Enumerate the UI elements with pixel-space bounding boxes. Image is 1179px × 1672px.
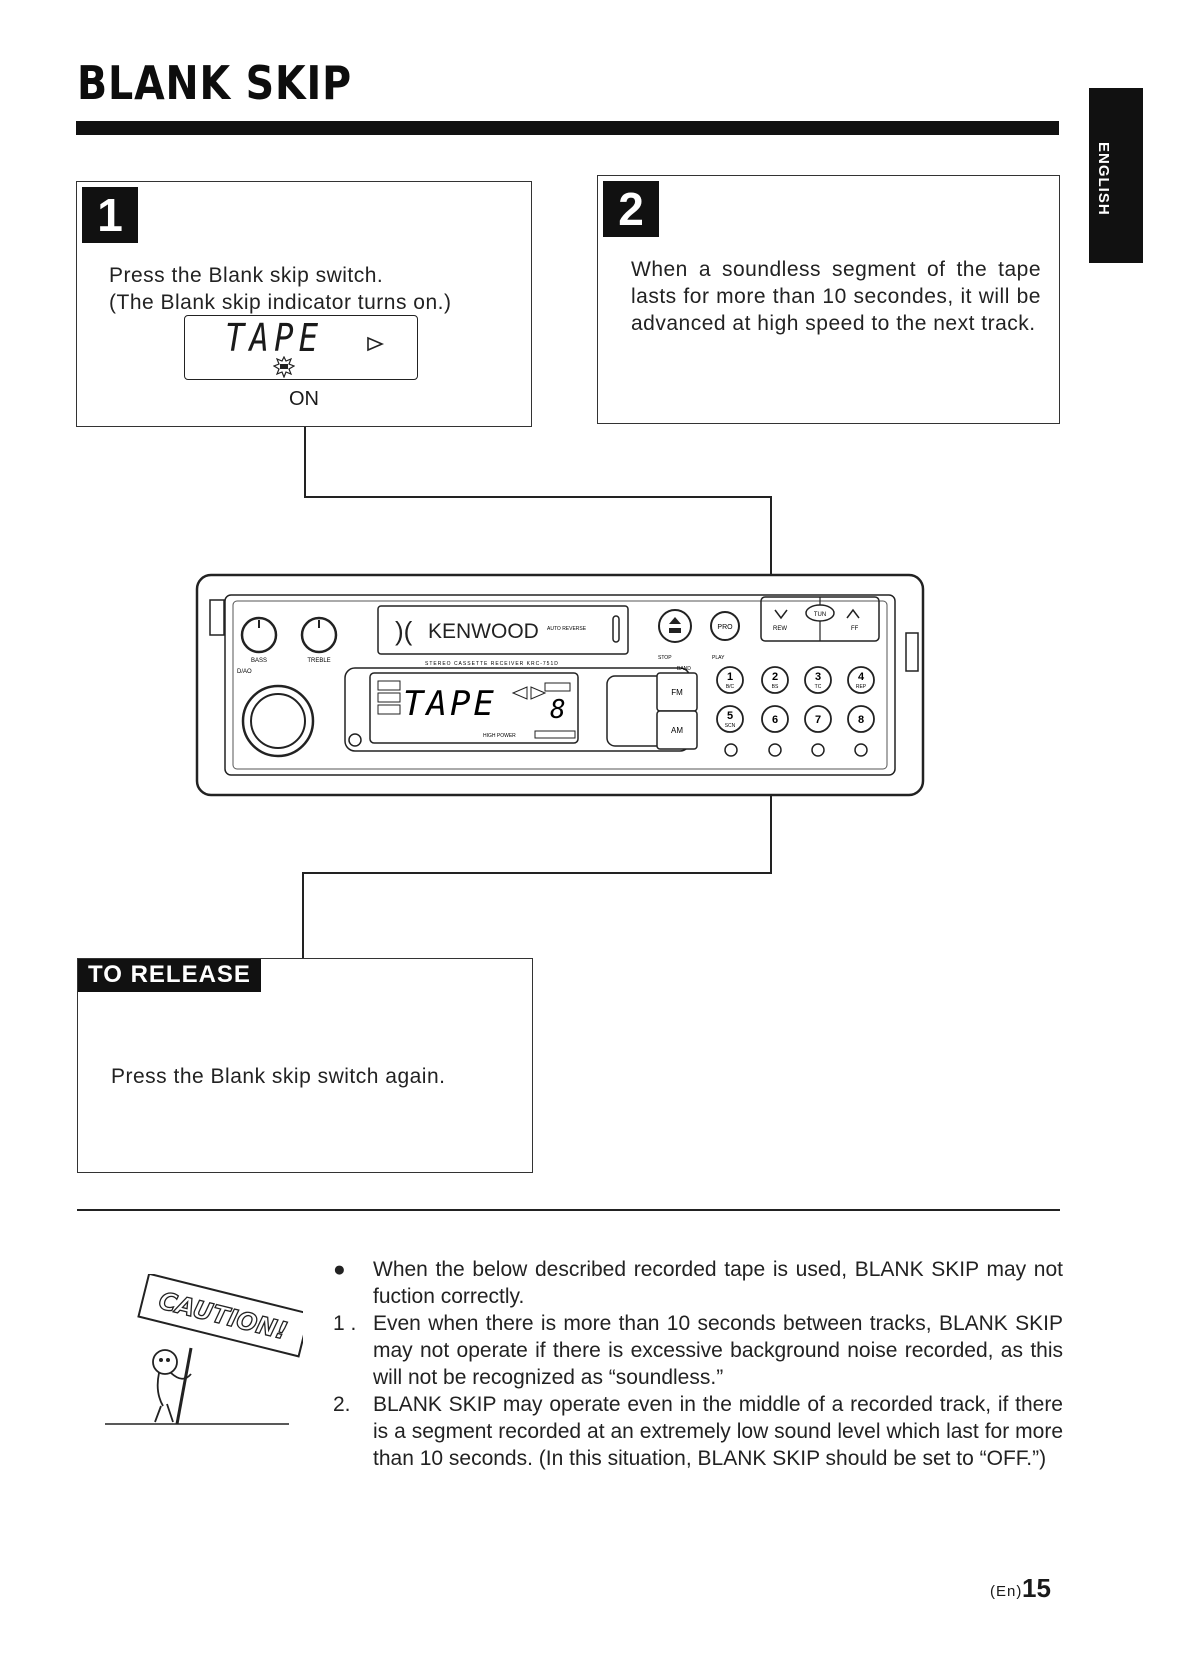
tun-button xyxy=(805,604,835,622)
play-label: PLAY xyxy=(712,655,725,661)
svg-text:TC: TC xyxy=(815,684,822,690)
svg-text:7: 7 xyxy=(815,714,821,726)
eject-button xyxy=(658,609,692,643)
release-text: Press the Blank skip switch again. xyxy=(111,1065,446,1088)
bass-knob: BASS xyxy=(240,616,278,664)
svg-text:1: 1 xyxy=(727,671,733,683)
release-box: TO RELEASE Press the Blank skip switch a… xyxy=(77,958,533,1173)
caution-item-2: 2. BLANK SKIP may operate even in the mi… xyxy=(333,1391,1063,1472)
ff-label: FF xyxy=(851,626,859,632)
svg-text:6: 6 xyxy=(772,714,778,726)
svg-text:SCN: SCN xyxy=(725,723,736,729)
am-button xyxy=(656,710,698,750)
indicator-on-label: ON xyxy=(289,388,319,410)
preset-buttons: 1 B/C 2 BS 3 TC 4 REP 5 SCN 6 7 8 xyxy=(716,666,875,733)
svg-text:REP: REP xyxy=(856,684,867,690)
brand-name: KENWOOD xyxy=(428,620,539,643)
page-title: BLANK SKIP xyxy=(77,56,352,110)
blank-skip-indicator-icon xyxy=(273,356,295,378)
svg-text:2: 2 xyxy=(772,671,778,683)
page-language: (En) xyxy=(990,1583,1023,1600)
left-release-tab xyxy=(209,599,225,636)
caution-bullet-text: When the below described recorded tape i… xyxy=(373,1258,1063,1308)
title-rule xyxy=(76,121,1059,135)
caution-item-1-marker: 1 . xyxy=(333,1312,357,1335)
release-label: TO RELEASE xyxy=(78,959,261,992)
auto-reverse-label: AUTO REVERSE xyxy=(547,626,587,632)
svg-text:)(: )( xyxy=(395,616,413,646)
d-ao-label: D/AO xyxy=(237,669,252,675)
step-2-text: When a soundless segment of the tape las… xyxy=(631,258,1041,335)
display-tape-text: TAPE xyxy=(225,316,324,360)
blank-skip-display: TAPE xyxy=(184,315,418,380)
treble-knob: TREBLE xyxy=(300,616,338,664)
device-display-text: TAPE xyxy=(403,684,497,724)
svg-text:8: 8 xyxy=(858,714,864,726)
svg-text:B/C: B/C xyxy=(726,684,735,690)
step-1-number: 1 xyxy=(82,187,138,243)
svg-text:3: 3 xyxy=(815,671,821,683)
section-divider xyxy=(77,1209,1060,1211)
volume-knob xyxy=(241,684,315,758)
language-tab-label: ENGLISH xyxy=(1095,142,1112,216)
caution-bullet: ● When the below described recorded tape… xyxy=(333,1256,1063,1310)
bullet-marker: ● xyxy=(333,1258,346,1281)
step-1-box: 1 Press the Blank skip switch. (The Blan… xyxy=(76,181,532,427)
caution-sign-illustration: CAUTION! xyxy=(105,1274,303,1425)
step-2-number: 2 xyxy=(603,181,659,237)
svg-text:8: 8 xyxy=(550,695,566,725)
rew-label: REW xyxy=(773,626,787,632)
page-number: 15 xyxy=(1022,1573,1051,1603)
language-tab: ENGLISH xyxy=(1089,88,1143,263)
step-1-line-2: (The Blank skip indicator turns on.) xyxy=(109,291,452,314)
pro-button xyxy=(710,611,740,641)
svg-text:5: 5 xyxy=(727,710,733,722)
caution-item-1-text: Even when there is more than 10 seconds … xyxy=(373,1312,1063,1389)
caution-notes: ● When the below described recorded tape… xyxy=(333,1256,1063,1472)
reset-button xyxy=(348,733,362,747)
display-window xyxy=(369,672,579,744)
model-label: STEREO CASSETTE RECEIVER KRC-751D xyxy=(425,661,559,667)
treble-label: TREBLE xyxy=(307,658,330,664)
caution-item-2-text: BLANK SKIP may operate even in the middl… xyxy=(373,1393,1063,1470)
pro-label: PRO xyxy=(717,624,733,631)
caution-item-2-marker: 2. xyxy=(333,1393,351,1416)
step-1-line-1: Press the Blank skip switch. xyxy=(109,264,384,287)
caution-item-1: 1 . Even when there is more than 10 seco… xyxy=(333,1310,1063,1391)
am-label: AM xyxy=(671,726,683,735)
tun-label: TUN xyxy=(814,612,826,618)
bass-label: BASS xyxy=(251,658,267,664)
stop-label: STOP xyxy=(658,655,672,661)
cassette-door xyxy=(377,605,629,655)
svg-text:4: 4 xyxy=(858,671,865,683)
band-label: BAND xyxy=(677,666,691,672)
step-1-text: Press the Blank skip switch. (The Blank … xyxy=(109,262,519,316)
right-release-tab xyxy=(905,632,919,672)
fm-label: FM xyxy=(671,688,683,697)
step-2-box: 2 When a soundless segment of the tape l… xyxy=(597,175,1060,424)
svg-text:BS: BS xyxy=(772,684,779,690)
high-power-label: HIGH POWER xyxy=(483,733,516,739)
character-head xyxy=(152,1349,178,1375)
play-arrow-icon xyxy=(367,336,385,352)
car-stereo-illustration: BASS TREBLE D/AO )( KENWOOD AUTO REVERSE… xyxy=(195,573,925,797)
